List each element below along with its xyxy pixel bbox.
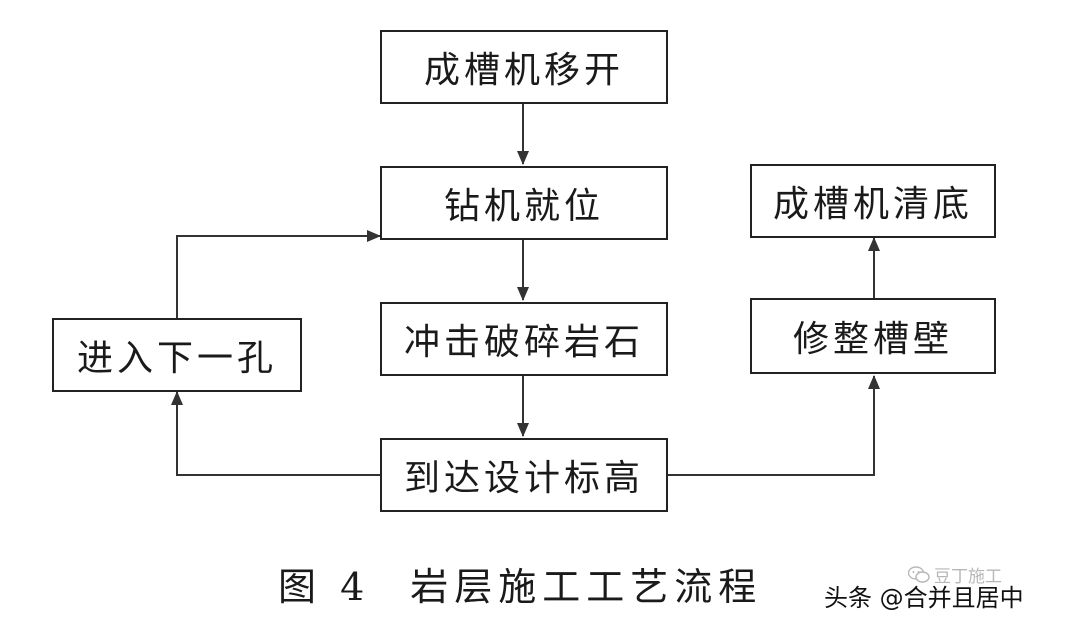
arrow-elevation-to-next-hole [171, 391, 380, 476]
figure-number: 图 4 [278, 565, 371, 609]
node-label: 冲击破碎岩石 [403, 322, 644, 363]
node-rig-move-away: 成槽机移开 [380, 30, 668, 104]
arrow-elevation-to-trim [668, 375, 880, 476]
node-next-hole: 进入下一孔 [52, 318, 302, 392]
node-reach-design-elevation: 到达设计标高 [380, 438, 668, 512]
wechat-icon [908, 565, 930, 583]
node-rig-clean-bottom: 成槽机清底 [750, 164, 996, 238]
watermark: 豆丁施工 [908, 562, 1002, 587]
node-trim-trench-wall: 修整槽壁 [750, 298, 996, 374]
node-label: 成槽机移开 [423, 50, 624, 91]
node-impact-crush-rock: 冲击破碎岩石 [380, 302, 668, 376]
arrow-next-hole-to-drill [176, 230, 381, 318]
figure-caption: 图 4 岩层施工工艺流程 [278, 556, 762, 611]
node-label: 成槽机清底 [772, 184, 973, 225]
node-drill-in-place: 钻机就位 [380, 166, 668, 240]
watermark-text: 豆丁施工 [934, 567, 1002, 587]
source-credit: 头条 @合并且居中 [824, 584, 1024, 612]
figure-title: 岩层施工工艺流程 [410, 565, 763, 609]
node-label: 钻机就位 [443, 186, 604, 227]
node-label: 到达设计标高 [403, 458, 644, 499]
node-label: 进入下一孔 [76, 338, 277, 379]
node-label: 修整槽壁 [792, 319, 953, 360]
